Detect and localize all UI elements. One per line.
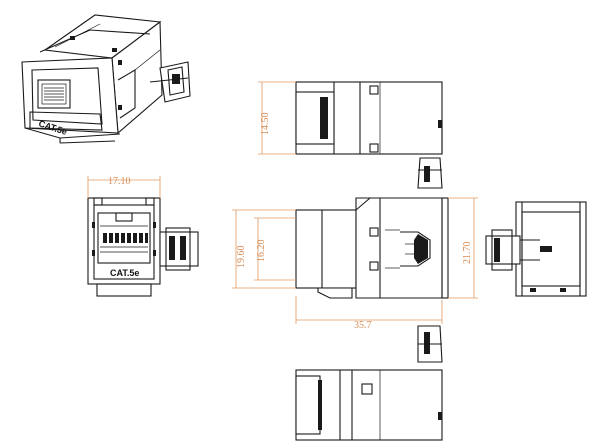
side-view: 19.60 16.20 35.7 21.70 [232,197,478,331]
top-view: 14.50 [258,81,443,189]
dim-top-height: 14.50 [260,113,271,136]
dim-side-length: 35.7 [354,320,372,331]
rear-view [485,201,587,297]
dim-side-height-outer: 19.60 [236,246,247,269]
isometric-view: CAT.5e [21,14,191,144]
dim-side-height-inner: 16.20 [256,240,267,263]
bottom-view [295,325,443,441]
dim-front-width: 17.10 [108,176,131,187]
front-cat-label: CAT.5e [110,268,139,278]
front-view: CAT.5e 17.10 [87,176,199,297]
contact-pins [103,233,148,243]
dim-side-height-right: 21.70 [462,242,473,265]
